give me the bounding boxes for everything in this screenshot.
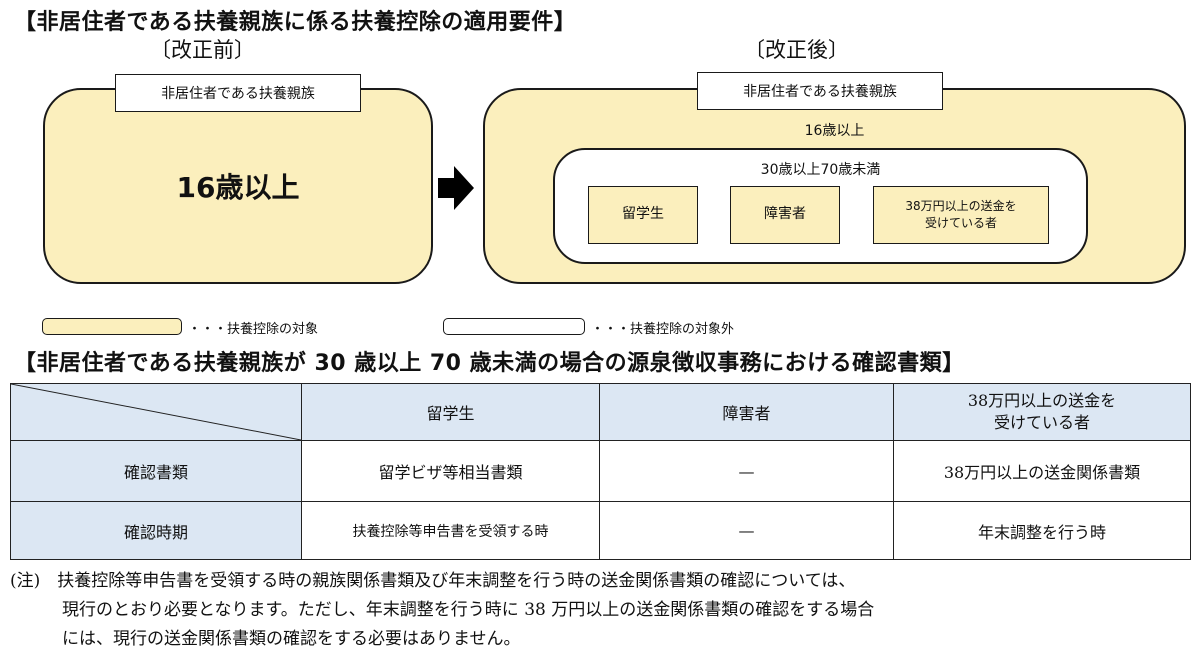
item-disabled: 障害者 xyxy=(730,186,840,244)
cell-timing-student: 扶養控除等申告書を受領する時 xyxy=(301,501,600,560)
after-nonresident-dependent-tag: 非居住者である扶養親族 xyxy=(697,72,943,110)
cell-documents-disabled: — xyxy=(599,440,894,502)
right-arrow-icon xyxy=(438,166,474,214)
footnote-line-1: (注) 扶養控除等申告書を受領する時の親族関係書類及び年末調整を行う時の送金関係… xyxy=(10,571,856,591)
column-header-remittance-line1: 38万円以上の送金を xyxy=(967,391,1117,411)
after-outer-age-condition: 16歳以上 xyxy=(804,123,865,139)
row-header-timing: 確認時期 xyxy=(10,501,302,560)
cell-documents-student: 留学ビザ等相当書類 xyxy=(301,440,600,502)
cell-timing-remittance: 年末調整を行う時 xyxy=(893,501,1191,560)
cell-timing-disabled: — xyxy=(599,501,894,560)
item-remittance-label-line1: 38万円以上の送金を xyxy=(905,199,1017,214)
column-header-disabled: 障害者 xyxy=(599,383,894,441)
table-header-row: 留学生 障害者 38万円以上の送金を 受けている者 xyxy=(10,383,1191,441)
footnote: (注) 扶養控除等申告書を受領する時の親族関係書類及び年末調整を行う時の送金関係… xyxy=(10,567,1195,654)
legend-non-target-label: ・・・扶養控除の対象外 xyxy=(591,322,735,337)
table-row: 確認書類 留学ビザ等相当書類 — 38万円以上の送金関係書類 xyxy=(10,440,1191,502)
table-corner-cell xyxy=(10,383,302,441)
before-revision-label: 〔改正前〕 xyxy=(150,38,255,62)
item-remittance-label-line2: 受けている者 xyxy=(924,216,997,230)
item-remittance-label: 38万円以上の送金を 受けている者 xyxy=(905,198,1016,232)
column-header-student: 留学生 xyxy=(301,383,600,441)
confirmation-documents-table: 留学生 障害者 38万円以上の送金を 受けている者 確認書類 留学ビザ等相当書類… xyxy=(10,383,1191,560)
legend-target-swatch xyxy=(42,318,182,335)
footnote-line-2: 現行のとおり必要となります。ただし、年末調整を行う時に 38 万円以上の送金関係… xyxy=(62,600,875,620)
footnote-line-3: には、現行の送金関係書類の確認をする必要はありません。 xyxy=(62,629,521,649)
after-revision-label: 〔改正後〕 xyxy=(744,38,849,62)
column-header-remittance-line2: 受けている者 xyxy=(993,413,1090,432)
after-inner-age-condition: 30歳以上70歳未満 xyxy=(760,162,881,178)
item-remittance: 38万円以上の送金を 受けている者 xyxy=(873,186,1049,244)
item-student-label: 留学生 xyxy=(622,206,664,223)
table-row: 確認時期 扶養控除等申告書を受領する時 — 年末調整を行う時 xyxy=(10,501,1191,560)
item-disabled-label: 障害者 xyxy=(764,206,806,223)
item-student: 留学生 xyxy=(588,186,698,244)
before-target-box: 16歳以上 xyxy=(43,88,433,284)
before-nonresident-dependent-tag: 非居住者である扶養親族 xyxy=(115,74,361,112)
before-age-condition: 16歳以上 xyxy=(176,171,300,204)
legend-non-target-swatch xyxy=(443,318,585,335)
column-header-remittance: 38万円以上の送金を 受けている者 xyxy=(893,383,1191,441)
diagram-title: 【非居住者である扶養親族に係る扶養控除の適用要件】 xyxy=(14,10,577,35)
legend-target-label: ・・・扶養控除の対象 xyxy=(188,322,319,337)
table-heading: 【非居住者である扶養親族が 30 歳以上 70 歳未満の場合の源泉徴収事務におけ… xyxy=(14,351,965,376)
cell-documents-remittance: 38万円以上の送金関係書類 xyxy=(893,440,1191,502)
row-header-documents: 確認書類 xyxy=(10,440,302,502)
